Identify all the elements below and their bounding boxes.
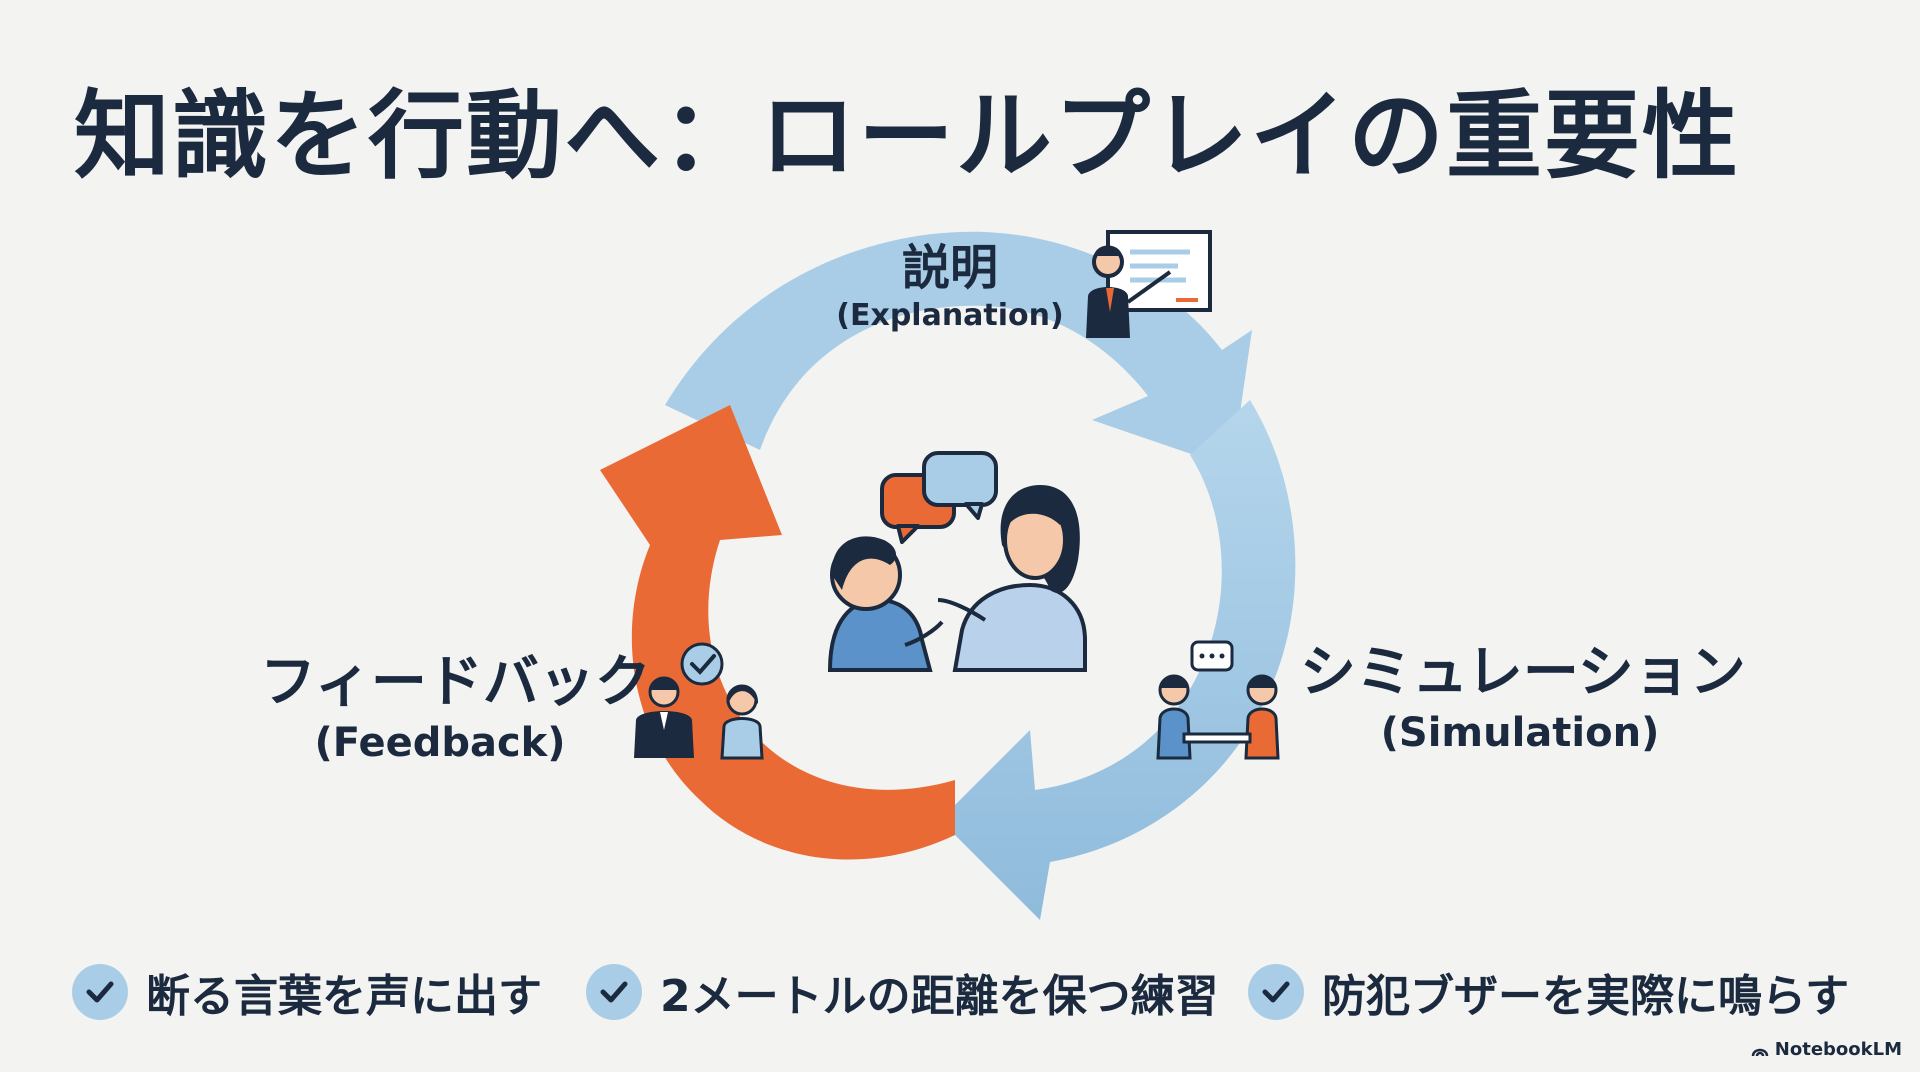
- child-icon: [827, 536, 944, 672]
- explanation-label-jp: 説明: [901, 240, 998, 296]
- feedback-pair-icon: [634, 642, 764, 760]
- simulation-label: シミュレーション (Simulation): [1300, 640, 1746, 760]
- check-icon: [72, 964, 128, 1020]
- footer-brand-text: NotebookLM: [1774, 1039, 1902, 1060]
- notebooklm-logo-icon: [1751, 1048, 1769, 1056]
- roleplay-pair-icon: [1156, 640, 1280, 760]
- center-conversation-illustration: [827, 451, 1087, 672]
- check-icon: [586, 964, 642, 1020]
- simulation-label-en: (Simulation): [1380, 710, 1660, 756]
- feedback-label-en: (Feedback): [314, 720, 566, 766]
- adult-icon: [937, 485, 1087, 672]
- checklist-item-label: 2メートルの距離を保つ練習: [660, 971, 1219, 1022]
- presenter-icon: [1086, 230, 1212, 338]
- checklist-item-label: 防犯ブザーを実際に鳴らす: [1322, 971, 1850, 1022]
- feedback-label-jp: フィードバック: [260, 650, 651, 715]
- checklist-item: 断る言葉を声に出す: [72, 955, 542, 1029]
- feedback-label: フィードバック (Feedback): [260, 650, 651, 770]
- speech-bubble-blue-icon: [922, 451, 998, 520]
- explanation-label: 説明 (Explanation): [830, 240, 1070, 336]
- simulation-label-jp: シミュレーション: [1300, 640, 1746, 705]
- checklist-item: 2メートルの距離を保つ練習: [586, 955, 1219, 1029]
- simulation-arrow: [940, 400, 1296, 920]
- footer-brand: NotebookLM: [1751, 1039, 1902, 1060]
- checklist-item-label: 断る言葉を声に出す: [146, 971, 542, 1022]
- page-title: 知識を行動へ：ロールプレイの重要性: [74, 80, 1740, 192]
- check-icon: [1248, 964, 1304, 1020]
- checklist-item: 防犯ブザーを実際に鳴らす: [1248, 955, 1849, 1029]
- explanation-label-en: (Explanation): [836, 298, 1064, 333]
- checklist: 断る言葉を声に出す 2メートルの距離を保つ練習 防犯ブザーを実際に鳴らす: [0, 955, 1920, 1029]
